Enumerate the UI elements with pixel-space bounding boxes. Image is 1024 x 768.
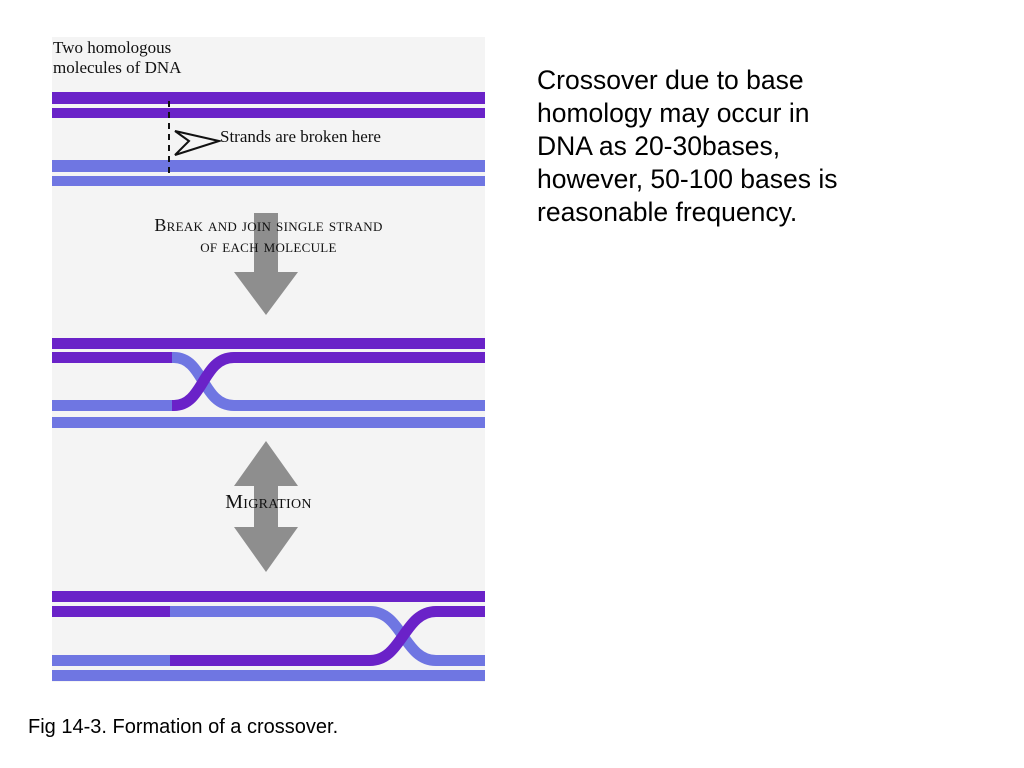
migrated-structure [52,591,485,681]
molecule-b-strand-top [52,160,485,172]
double-arrow-icon [234,441,298,572]
explanation-text: Crossover due to base homology may occur… [537,64,967,229]
molecule-a-left-segment-3 [52,606,170,617]
explanation-line5: reasonable frequency. [537,197,798,227]
explanation-line2: homology may occur in [537,98,810,128]
figure-caption: Fig 14-3. Formation of a crossover. [28,716,339,738]
break-label: Strands are broken here [220,127,381,146]
molecule-a-top-strand-3 [52,591,485,602]
molecule-a-initial [52,92,485,118]
molecule-b-left-strand-2 [52,400,172,411]
crossover-structure [52,338,485,428]
crossover-diagram: Two homologous molecules of DNA Strands … [52,37,485,682]
molecules-caption-line2: molecules of DNA [53,57,182,77]
molecule-b-initial [52,160,485,186]
down-arrow-icon [234,213,298,315]
molecules-caption: Two homologous molecules of DNA [53,38,273,77]
migrated-strand-a [170,606,485,666]
step-break-join-line1: Break and join single strand [154,215,383,235]
crossing-strand-b [52,352,485,411]
molecule-b-strand-bottom [52,176,485,186]
molecule-a-left-strand-2 [52,352,172,363]
migrated-strand-b [170,606,485,666]
explanation-line4: however, 50-100 bases is [537,164,838,194]
diagram-graphics [52,92,485,681]
explanation-line3: DNA as 20-30bases, [537,131,781,161]
step-break-join-label: Break and join single strand of each mol… [52,215,485,256]
molecule-b-bottom-strand-3 [52,670,485,681]
molecule-b-left-segment-3 [52,655,170,666]
molecules-caption-line1: Two homologous [53,38,172,57]
molecule-b-bottom-strand-2 [52,417,485,428]
step-migration-label: Migration [225,491,312,513]
molecule-a-strand-bottom [52,108,485,118]
explanation-line1: Crossover due to base [537,65,804,95]
molecule-a-strand-top [52,92,485,104]
pointer-icon [174,130,223,156]
step-break-join-line2: of each molecule [200,235,337,256]
molecule-a-top-strand-2 [52,338,485,349]
crossing-strand-a [52,352,485,411]
